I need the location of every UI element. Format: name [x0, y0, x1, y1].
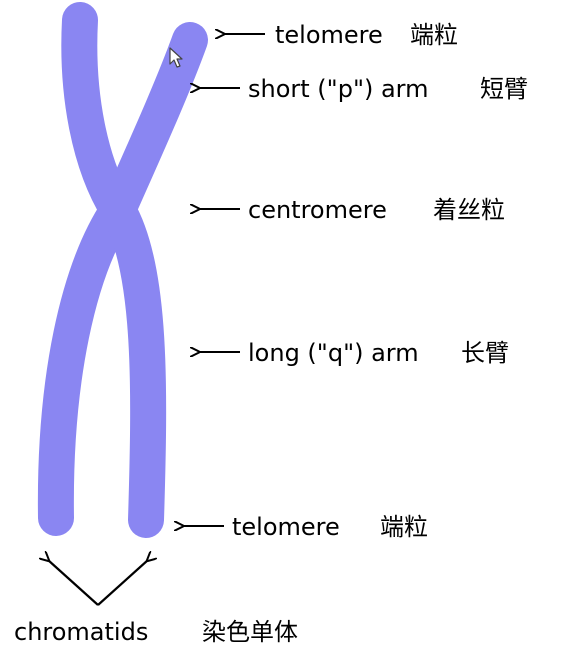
chromatid-right — [100, 22, 208, 538]
chromatid-left — [37, 2, 136, 536]
telomere-top-label-zh: 端粒 — [410, 21, 458, 49]
short-arm-label: short ("p") arm — [248, 75, 429, 103]
telomere-top-label: telomere — [275, 21, 383, 49]
long-arm-label: long ("q") arm — [248, 339, 419, 367]
chromatids-label-zh: 染色单体 — [202, 618, 298, 646]
telomere-bottom-label: telomere — [232, 513, 340, 541]
mouse-pointer-icon — [169, 47, 183, 68]
telomere-bottom-label-zh: 端粒 — [380, 513, 428, 541]
short-arm-label-zh: 短臂 — [480, 75, 528, 103]
centromere-label: centromere — [248, 196, 387, 224]
chromatids-arrows — [48, 560, 148, 606]
chromatids-label: chromatids — [14, 618, 148, 646]
chromosome — [37, 2, 208, 538]
centromere-label-zh: 着丝粒 — [433, 196, 505, 224]
long-arm-label-zh: 长臂 — [461, 339, 509, 367]
